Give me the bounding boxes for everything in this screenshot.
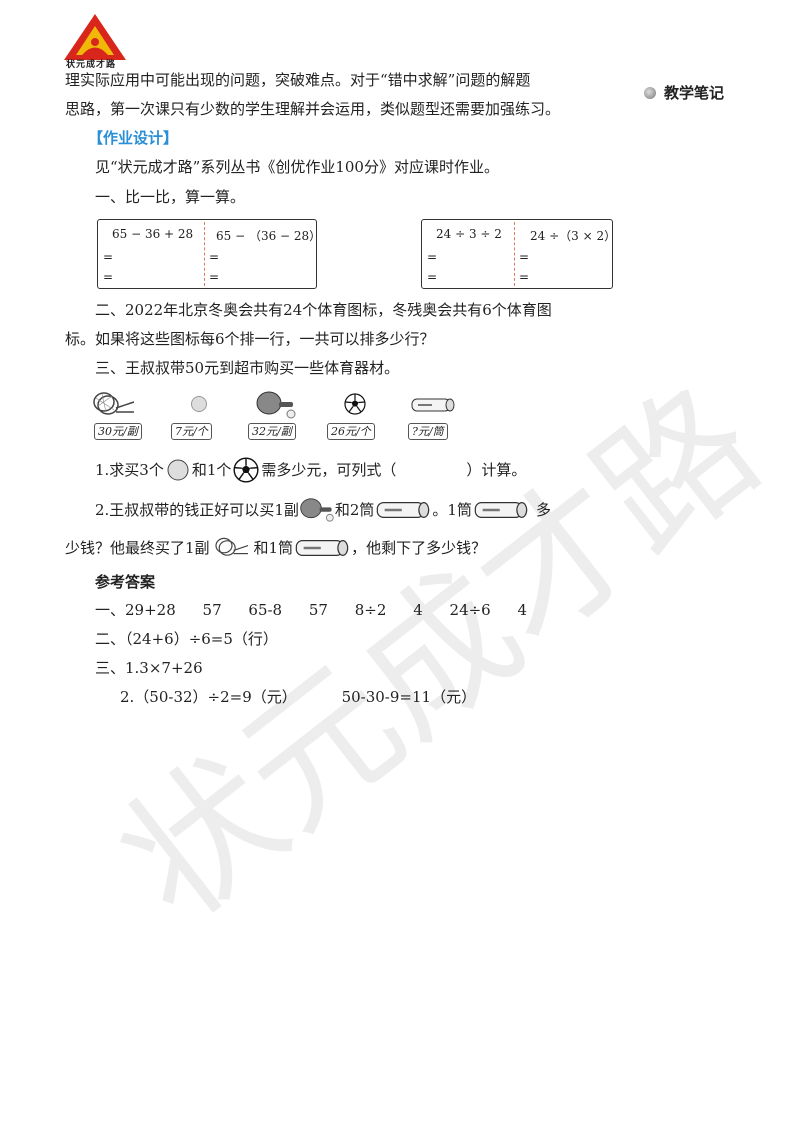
answer-1-expr-a: 一、29+28 bbox=[95, 601, 176, 619]
answer-1-expr-d: 24÷6 bbox=[449, 601, 491, 619]
answers-heading: 参考答案 bbox=[95, 573, 156, 591]
q3-sub1-text-b: 和1个 bbox=[191, 461, 232, 479]
equals-sign: = bbox=[103, 250, 114, 264]
price-tag-soccer: 26元/个 bbox=[327, 423, 375, 440]
q3-sub1-text-d: ）计算。 bbox=[466, 461, 527, 479]
q2-line-2: 标。如果将这些图标每6个排一行，一共可以排多少行？ bbox=[65, 330, 435, 348]
shuttlecock-tube-icon bbox=[411, 398, 455, 412]
calc-box-2: 24 ÷ 3 ÷ 2 = = 24 ÷（3 × 2） = = bbox=[421, 219, 617, 289]
intro-line-2: 思路，第一次课只有少数的学生理解并会运用，类似题型还需要加强练习。 bbox=[65, 100, 561, 118]
answer-1-expr-c: 8÷2 bbox=[354, 601, 387, 619]
answer-1-val-a: 57 bbox=[202, 601, 222, 619]
equals-sign: = bbox=[103, 270, 114, 284]
answer-1-val-b: 57 bbox=[308, 601, 328, 619]
ping-pong-ball-icon bbox=[191, 396, 207, 412]
q3-title: 三、王叔叔带50元到超市购买一些体育器材。 bbox=[95, 359, 400, 377]
soccer-ball-icon bbox=[233, 457, 259, 483]
logo-text: 状元成才路 bbox=[66, 60, 117, 70]
answer-3: 三、1.3×7+26 bbox=[95, 659, 203, 677]
answer-4-part-a: 2.（50-32）÷2=9（元） bbox=[120, 688, 297, 706]
q3-sub1-text-c: 需多少元，可列式（ bbox=[261, 461, 397, 479]
equals-sign: = bbox=[209, 250, 220, 264]
q3-sub1: 1.求买3个 和1个 需多少元，可列式（ ）计算。 bbox=[95, 457, 526, 483]
teaching-notes-text: 教学笔记 bbox=[664, 84, 725, 102]
equals-sign: = bbox=[519, 270, 530, 284]
q3-sub2-text-a: 2.王叔叔带的钱正好可以买1副 bbox=[95, 501, 299, 519]
q3-sub2-text-c: 。1筒 bbox=[432, 501, 472, 519]
calc-box-1: 65 − 36 + 28 = = 65 − （36 − 28） = = bbox=[97, 219, 321, 289]
badminton-racket-icon bbox=[93, 392, 135, 415]
q3-sub2-text-e: 少钱？他最终买了1副 bbox=[65, 539, 210, 557]
price-tag-ball: 7元/个 bbox=[171, 423, 212, 440]
calc-2-left-expr: 24 ÷ 3 ÷ 2 bbox=[436, 227, 502, 241]
ping-pong-paddle-icon bbox=[300, 498, 334, 522]
calc-1-right-expr: 65 − （36 − 28） bbox=[216, 229, 322, 243]
answer-1-val-d: 4 bbox=[517, 601, 528, 619]
q3-sub2-line-2: 少钱？他最终买了1副 和1筒 ，他剩下了多少钱？ bbox=[65, 536, 486, 560]
answer-1: 一、29+28 57 65-8 57 8÷2 4 24÷6 4 bbox=[95, 600, 527, 620]
answer-4: 2.（50-32）÷2=9（元） 50-30-9=11（元） bbox=[120, 687, 476, 707]
answer-4-part-b: 50-30-9=11（元） bbox=[341, 688, 477, 706]
equals-sign: = bbox=[209, 270, 220, 284]
q3-sub2-text-b: 和2筒 bbox=[334, 501, 375, 519]
price-tag-paddle: 32元/副 bbox=[248, 423, 296, 440]
shuttlecock-tube-icon bbox=[295, 540, 349, 556]
dashed-divider bbox=[514, 222, 515, 286]
q3-sub2-text-d: 多 bbox=[535, 501, 551, 519]
bullet-icon bbox=[644, 86, 656, 99]
ping-pong-paddle-icon bbox=[256, 391, 296, 419]
answer-1-expr-b: 65-8 bbox=[248, 601, 283, 619]
q3-sub2-text-g: ，他剩下了多少钱？ bbox=[351, 539, 487, 557]
answer-1-val-c: 4 bbox=[413, 601, 423, 619]
q2-line-1: 二、2022年北京冬奥会共有24个体育图标，冬残奥会共有6个体育图 bbox=[95, 301, 552, 319]
calc-2-right-expr: 24 ÷（3 × 2） bbox=[530, 229, 617, 243]
q1-title: 一、比一比，算一算。 bbox=[95, 188, 246, 206]
brand-logo bbox=[64, 14, 126, 60]
equals-sign: = bbox=[519, 250, 530, 264]
equals-sign: = bbox=[427, 250, 438, 264]
q3-sub2-text-f: 和1筒 bbox=[253, 539, 294, 557]
q3-sub1-text-a: 1.求买3个 bbox=[95, 461, 164, 479]
equals-sign: = bbox=[427, 270, 438, 284]
homework-ref: 见“状元成才路”系列丛书《创优作业100分》对应课时作业。 bbox=[95, 158, 499, 176]
ping-pong-ball-icon bbox=[167, 459, 189, 481]
shuttlecock-tube-icon bbox=[474, 502, 528, 518]
soccer-ball-icon bbox=[344, 393, 366, 415]
shuttlecock-tube-icon bbox=[377, 502, 430, 518]
q3-sub2-line-1: 2.王叔叔带的钱正好可以买1副 和2筒 。1筒 多 bbox=[95, 497, 551, 523]
price-tag-racket: 30元/副 bbox=[94, 423, 142, 440]
calc-1-left-expr: 65 − 36 + 28 bbox=[112, 227, 194, 241]
homework-heading: 【作业设计】 bbox=[88, 129, 179, 147]
intro-line-1: 理实际应用中可能出现的问题，突破难点。对于“错中求解”问题的解题 bbox=[65, 71, 531, 89]
teaching-notes-label: 教学笔记 bbox=[644, 82, 724, 103]
answer-2: 二、（24+6）÷6=5（行） bbox=[95, 630, 278, 648]
dashed-divider bbox=[204, 222, 205, 286]
badminton-racket-icon bbox=[214, 537, 248, 556]
price-tag-shuttlecock: ?元/筒 bbox=[408, 423, 448, 440]
